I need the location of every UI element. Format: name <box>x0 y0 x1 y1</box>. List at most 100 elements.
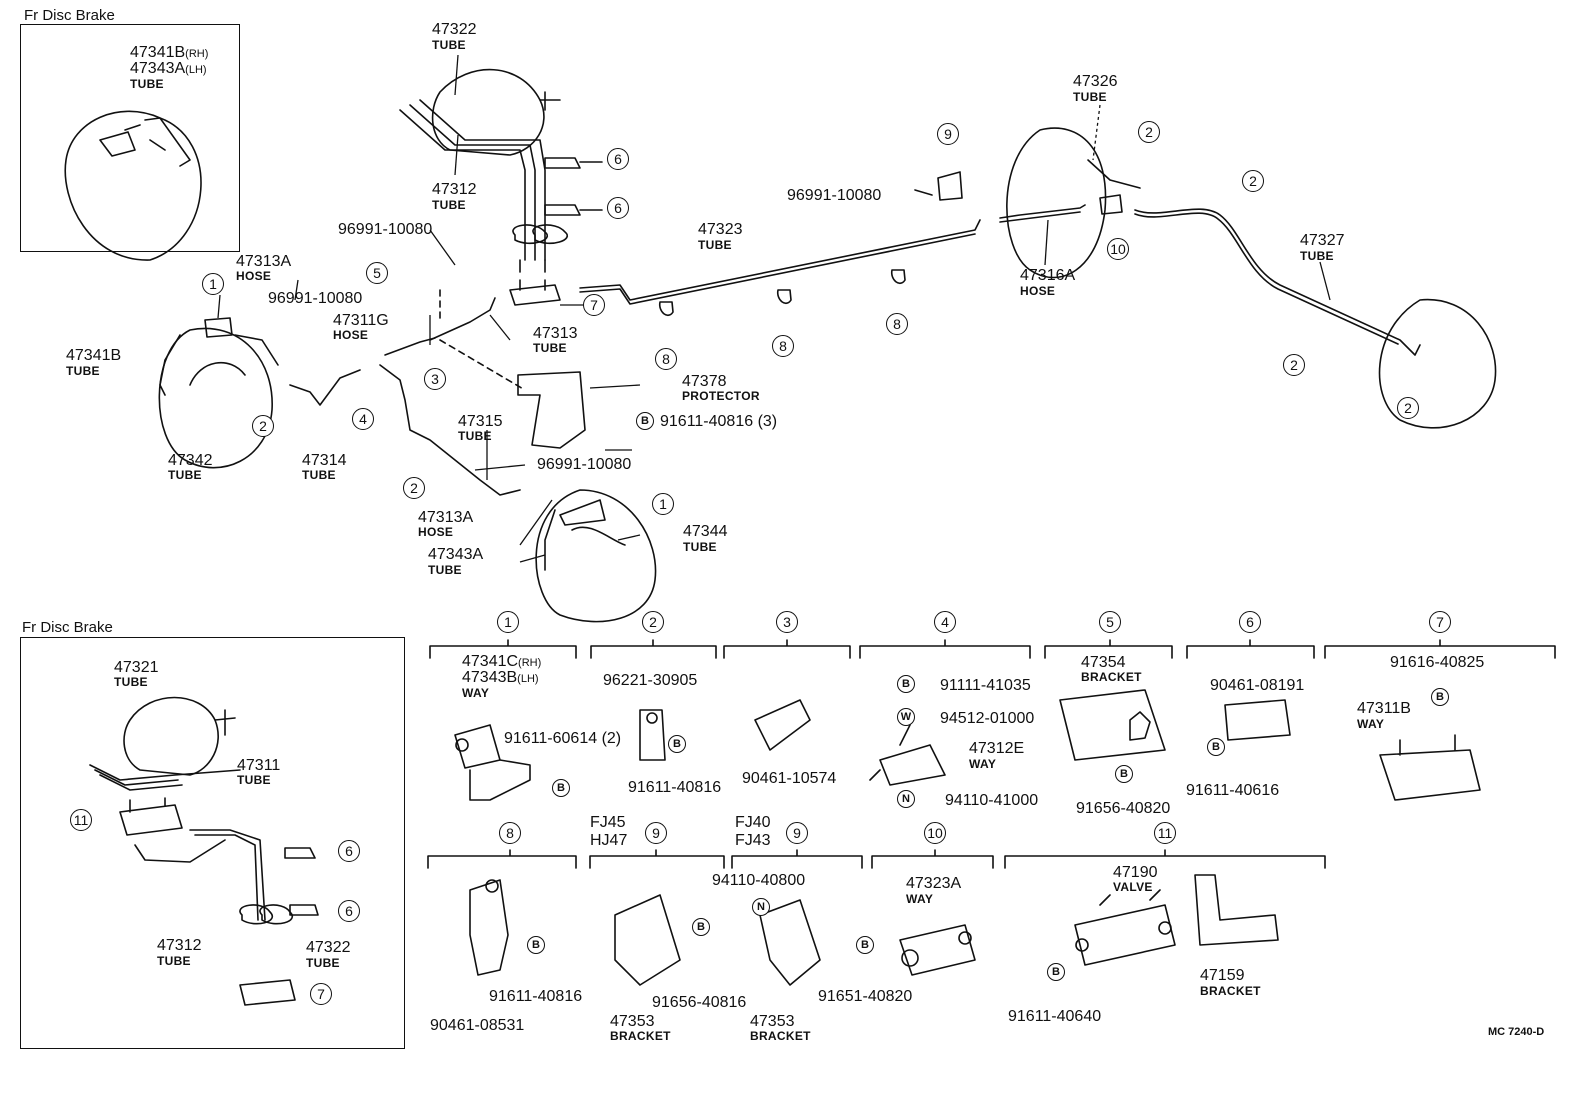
detail-2-bolt: 91611-40816 <box>628 779 722 796</box>
detail-way-4 <box>869 724 946 786</box>
tube-label: TUBE <box>157 954 191 968</box>
detail-clip-2 <box>639 709 666 761</box>
callout-2: 2 <box>252 415 274 437</box>
detail-header-6: 6 <box>1239 611 1261 633</box>
tube-47314 <box>289 369 361 406</box>
detail-header-9a: 9 <box>645 822 667 844</box>
detail-clip-3 <box>754 699 811 751</box>
part-47322-inset: 47322 <box>306 939 351 956</box>
tube-47341b <box>159 334 181 396</box>
callout-n: N <box>897 790 915 808</box>
detail-6-bolt: 91611-40616 <box>1186 782 1280 799</box>
detail-11-valve: 47190 <box>1113 864 1158 881</box>
callout-b: B <box>692 918 710 936</box>
tube-47313 <box>429 297 496 341</box>
inset-way-7 <box>239 979 296 1006</box>
detail-7-way: 47311B <box>1357 700 1411 717</box>
tube-47344 <box>571 526 626 546</box>
detail-3-clip: 90461-10574 <box>742 770 837 787</box>
bracket-label: BRACKET <box>1081 670 1142 684</box>
callout-2: 2 <box>1242 170 1264 192</box>
tube-label: TUBE <box>168 468 202 482</box>
detail-2-clip: 96221-30905 <box>603 672 698 689</box>
tube-label: TUBE <box>432 38 466 52</box>
part-47313a-bottom: 47313A <box>418 509 474 526</box>
way-10 <box>1099 194 1123 215</box>
callout-8: 8 <box>772 335 794 357</box>
detail-header-8: 8 <box>499 822 521 844</box>
hose-label: HOSE <box>236 269 272 283</box>
tube-label: TUBE <box>130 77 164 91</box>
part-47343a-lh: 47343A(LH) <box>130 60 207 77</box>
tube-label: TUBE <box>458 429 492 443</box>
way-center <box>509 279 561 306</box>
callout-b: B <box>1047 963 1065 981</box>
way-label: WAY <box>1357 717 1385 731</box>
clip-6b <box>544 204 581 216</box>
detail-11-bracket: 47159 <box>1200 967 1245 984</box>
way-label: WAY <box>969 757 997 771</box>
callout-b: B <box>1431 688 1449 706</box>
inset-top-title: Fr Disc Brake <box>24 7 115 24</box>
callout-6: 6 <box>338 900 360 922</box>
part-47342: 47342 <box>168 452 213 469</box>
inset-valve-11 <box>119 797 183 836</box>
part-47315: 47315 <box>458 413 503 430</box>
tube-label: TUBE <box>306 956 340 970</box>
detail-9a-model-2: HJ47 <box>590 832 628 849</box>
part-47323: 47323 <box>698 221 743 238</box>
part-47341b: 47341B <box>66 347 122 364</box>
master-tubes <box>399 99 546 261</box>
tube-label: TUBE <box>432 198 466 212</box>
detail-9b-bolt: 91651-40820 <box>818 988 913 1005</box>
callout-2: 2 <box>1397 397 1419 419</box>
part-47343a: 47343A <box>428 546 484 563</box>
inset-bottom-tubes <box>89 764 241 791</box>
bracket-label: BRACKET <box>1200 984 1261 998</box>
part-96991-10080-d: 96991-10080 <box>787 187 882 204</box>
part-47313a-top: 47313A <box>236 253 292 270</box>
detail-9a-bracket: 47353 <box>610 1013 655 1030</box>
detail-5-bolt: 91656-40820 <box>1076 800 1171 817</box>
clip-6a <box>544 157 581 169</box>
inset-top-tube <box>124 117 191 167</box>
detail-4-bolt: 91111-41035 <box>940 677 1031 694</box>
detail-1-bolt: 91611-60614 (2) <box>504 730 622 747</box>
detail-header-7: 7 <box>1429 611 1451 633</box>
callout-7: 7 <box>310 983 332 1005</box>
callout-1: 1 <box>202 273 224 295</box>
bracket-label: BRACKET <box>750 1029 811 1043</box>
detail-way-1 <box>454 724 531 801</box>
inset-top-drum <box>64 110 202 261</box>
part-96991-10080-b: 96991-10080 <box>268 290 363 307</box>
tube-47327 <box>1134 208 1421 356</box>
callout-1: 1 <box>652 493 674 515</box>
hose-47311g <box>384 337 436 356</box>
detail-header-5: 5 <box>1099 611 1121 633</box>
hose-47316a <box>999 204 1086 219</box>
callout-5: 5 <box>366 262 388 284</box>
detail-9b-bracket: 47353 <box>750 1013 795 1030</box>
detail-6-clip: 90461-08191 <box>1210 677 1305 694</box>
callout-10: 10 <box>1107 238 1129 260</box>
detail-4-nut: 94110-41000 <box>945 792 1039 809</box>
inset-bottom-frame <box>20 637 405 1049</box>
callout-b: B <box>856 936 874 954</box>
detail-1-part-a: 47341C(RH) <box>462 653 542 670</box>
detail-4-way: 47312E <box>969 740 1025 757</box>
tube-label: TUBE <box>237 773 271 787</box>
detail-header-10: 10 <box>924 822 946 844</box>
detail-header-3: 3 <box>776 611 798 633</box>
part-91611-40816-3: 91611-40816 (3) <box>660 413 778 430</box>
detail-9b-nut: 94110-40800 <box>712 872 806 889</box>
rear-right-drum <box>1378 298 1497 429</box>
detail-10-way: 47323A <box>906 875 962 892</box>
hose-47313a-top <box>234 334 279 366</box>
part-47314: 47314 <box>302 452 347 469</box>
way-label: WAY <box>906 892 934 906</box>
detail-clip-6 <box>1224 699 1291 741</box>
hose-label: HOSE <box>418 525 454 539</box>
callout-b: B <box>636 412 654 430</box>
tube-47326 <box>1087 159 1141 189</box>
